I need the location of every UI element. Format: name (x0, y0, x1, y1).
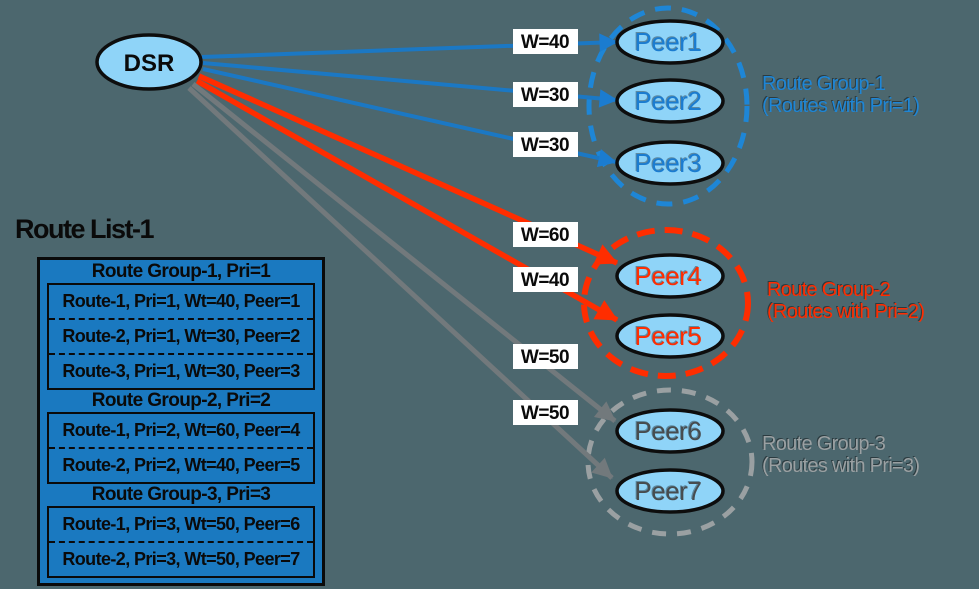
weight-label-1: W=40 (521, 32, 569, 53)
dsr-node (95, 33, 203, 91)
weight-box-4 (513, 222, 578, 247)
route-group-2-header: Route Group-2, Pri=2 (91, 390, 271, 411)
weight-labels: W=40 W=30 W=30 W=60 W=40 W=50 W=50 (513, 29, 578, 425)
peer2-label: Peer2 (635, 86, 702, 116)
route-group-1-box: Route-1, Pri=1, Wt=40, Peer=1 Route-2, P… (47, 283, 315, 390)
route-group-2-caption: Route Group-2 (Routes with Pri=2) (767, 279, 925, 323)
weight-box-5 (513, 267, 578, 292)
route-group-2-title: Route Group-2 (767, 279, 891, 301)
route-group-2-box: Route-1, Pri=2, Wt=60, Peer=4 Route-2, P… (47, 412, 315, 484)
route-row: Route-3, Pri=1, Wt=30, Peer=3 (62, 361, 300, 381)
route-group-3-caption: Route Group-3 (Routes with Pri=3) (762, 433, 920, 477)
route-list-panel: Route Group-1, Pri=1 Route-1, Pri=1, Wt=… (37, 257, 325, 586)
peer6-label: Peer6 (635, 416, 702, 446)
weight-label-7: W=50 (521, 403, 569, 424)
route-group-1-title: Route Group-1 (762, 73, 886, 95)
weight-box-6 (513, 344, 578, 369)
route-row: Route-2, Pri=2, Wt=40, Peer=5 (62, 455, 300, 475)
peer7-node (615, 468, 725, 514)
peer6-node (615, 408, 725, 454)
route-row: Route-1, Pri=3, Wt=50, Peer=6 (49, 508, 313, 543)
peer3-label: Peer3 (635, 148, 702, 178)
weight-box-2 (513, 82, 578, 107)
route-group-1-caption: Route Group-1 (Routes with Pri=1) (762, 73, 920, 117)
route-row: Route-1, Pri=2, Wt=60, Peer=4 (49, 414, 313, 449)
route-group-2-boundary (581, 227, 751, 379)
peer1-node (615, 19, 725, 65)
route-row: Route-2, Pri=3, Wt=50, Peer=7 (62, 549, 300, 569)
peer3-node (615, 140, 725, 186)
route-group-2-subtitle: (Routes with Pri=2) (767, 301, 925, 323)
route-row: Route-1, Pri=1, Wt=40, Peer=1 (49, 285, 313, 320)
peer7-label: Peer7 (635, 476, 702, 506)
weight-label-4: W=60 (521, 225, 569, 246)
weight-box-7 (513, 400, 578, 425)
peer-nodes: Peer1 Peer2 Peer3 Peer4 Peer5 Peer6 Peer… (615, 19, 725, 514)
peer2-node (615, 78, 725, 124)
weight-label-2: W=30 (521, 85, 569, 106)
peer5-label: Peer5 (635, 321, 702, 351)
dsr-node-label: DSR (124, 50, 175, 77)
route-group-1-header: Route Group-1, Pri=1 (91, 261, 271, 282)
weight-label-3: W=30 (521, 135, 569, 156)
peer5-node (615, 313, 725, 359)
route-group-3-boundary (585, 387, 755, 537)
route-list-title: Route List-1 (15, 214, 155, 244)
weight-label-5: W=40 (521, 270, 569, 291)
route-group-3-box: Route-1, Pri=3, Wt=50, Peer=6 Route-2, P… (47, 506, 315, 578)
peer1-label: Peer1 (635, 27, 702, 57)
route-group-1-subtitle: (Routes with Pri=1) (762, 95, 920, 117)
weight-label-6: W=50 (521, 347, 569, 368)
weight-box-1 (513, 29, 578, 54)
route-group-3-title: Route Group-3 (762, 433, 886, 455)
weight-box-3 (513, 132, 578, 157)
route-group-3-header: Route Group-3, Pri=3 (91, 484, 271, 505)
route-row: Route-2, Pri=1, Wt=30, Peer=2 (49, 320, 313, 355)
peer4-label: Peer4 (635, 261, 702, 291)
route-group-3-subtitle: (Routes with Pri=3) (762, 455, 920, 477)
route-group-1-boundary (586, 5, 750, 207)
peer4-node (615, 253, 725, 299)
